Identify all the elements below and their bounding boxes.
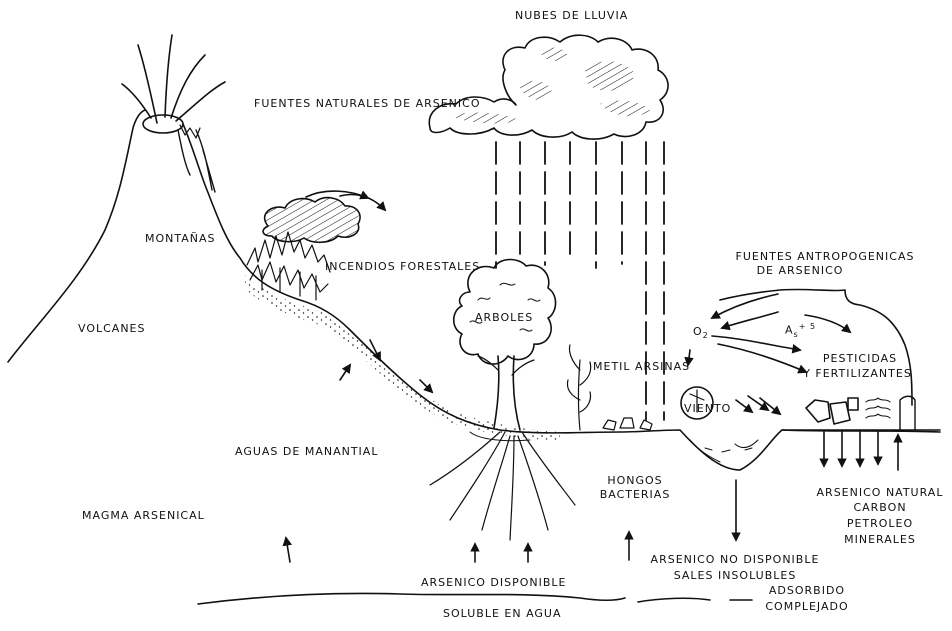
adsorbed-label: ADSORBIDO	[752, 584, 862, 597]
roots	[430, 432, 575, 540]
natural-arsenic-label: ARSENICO NATURAL	[810, 486, 950, 499]
water-soluble-label: SOLUBLE EN AGUA	[443, 607, 562, 620]
volcano-mountain	[8, 35, 500, 430]
rain-clouds-label: NUBES DE LLUVIA	[515, 9, 628, 22]
volcanoes-label: VOLCANES	[78, 322, 146, 335]
upward-arrows	[286, 532, 629, 562]
pesticides-label-2: Y FERTILIZANTES	[800, 367, 915, 380]
petroleum-label: PETROLEO	[810, 517, 950, 530]
tree	[454, 260, 556, 431]
bacteria-label: BACTERIAS	[590, 488, 680, 501]
coal-label: CARBON	[810, 501, 950, 514]
anthropogenic-sources-label-1: FUENTES ANTROPOGENICAS	[725, 250, 925, 263]
arsenical-magma-label: MAGMA ARSENICAL	[82, 509, 205, 522]
soil-band	[245, 275, 560, 440]
natural-sources-label: FUENTES NATURALES DE ARSENICO	[254, 97, 480, 110]
spring-waters-label: AGUAS DE MANANTIAL	[235, 445, 378, 458]
rain-cloud	[429, 35, 668, 139]
methyl-arsines-label: METIL ARSINAS	[593, 360, 690, 373]
fungi-label: HONGOS	[595, 474, 675, 487]
water-table-line	[198, 593, 752, 604]
trees-label: ARBOLES	[475, 311, 533, 324]
mountains-label: MONTAÑAS	[145, 232, 216, 245]
unavailable-arsenic-label: ARSENICO NO DISPONIBLE	[640, 553, 830, 566]
available-arsenic-label: ARSENICO DISPONIBLE	[421, 576, 567, 589]
anthropogenic-sources-label-2: DE ARSENICO	[725, 264, 875, 277]
oxygen-label: O2	[693, 325, 709, 342]
forest-fires-label: INCENDIOS FORESTALES	[325, 260, 480, 273]
complexed-label: COMPLEJADO	[752, 600, 862, 613]
smoke-cloud	[263, 191, 385, 242]
corn-plant	[568, 345, 591, 430]
pesticides-label-1: PESTICIDAS	[815, 352, 905, 365]
arsenic-v-label: As+ 5	[785, 320, 816, 341]
wind-label: VIENTO	[684, 402, 731, 415]
minerals-label: MINERALES	[810, 533, 950, 546]
rain-streaks	[496, 142, 664, 420]
insoluble-salts-label: SALES INSOLUBLES	[640, 569, 830, 582]
rocks	[603, 418, 652, 430]
